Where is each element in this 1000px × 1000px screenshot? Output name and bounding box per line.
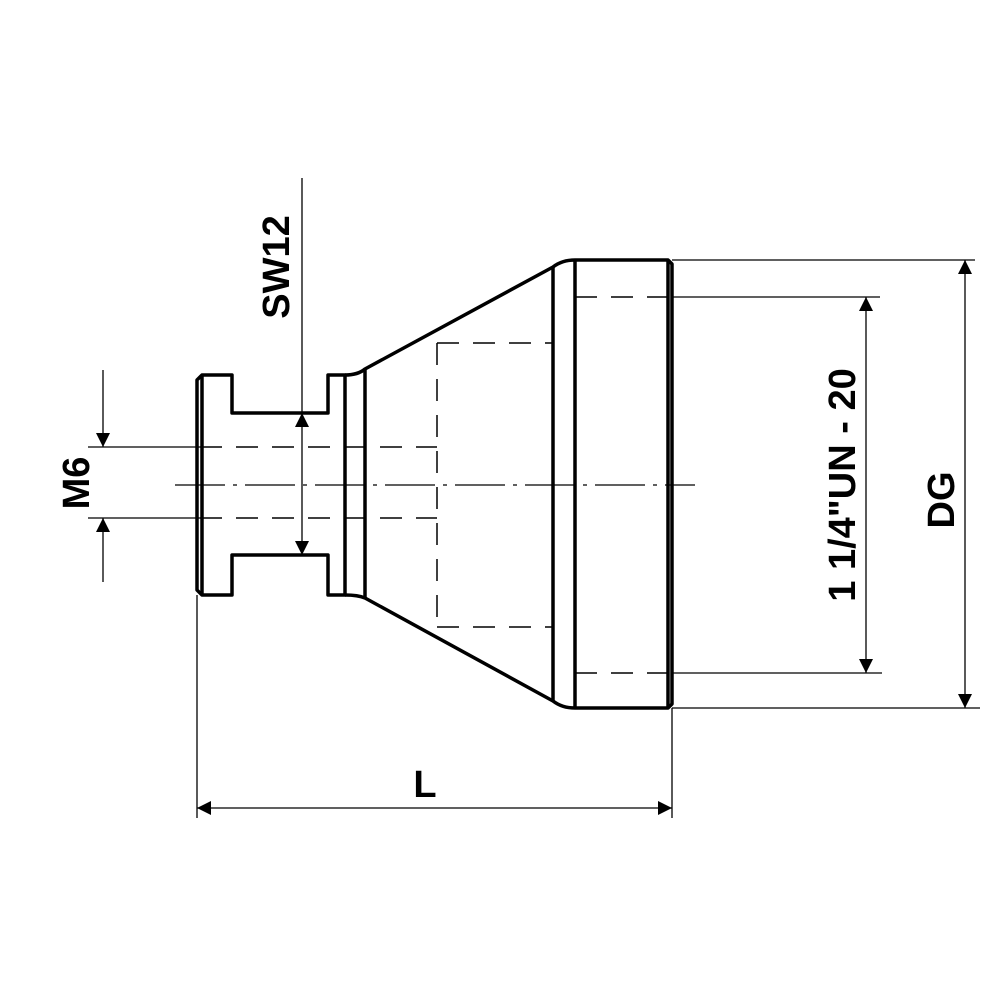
part-outline [195,258,674,710]
hidden-lines [200,296,672,674]
dimension-dg: DG [672,259,980,709]
dg-label: DG [921,472,963,529]
dimension-sw12: SW12 [256,178,309,555]
m6-label: M6 [56,457,98,510]
sw12-label: SW12 [256,215,298,318]
dimension-outer-thread: 1 1/4"UN - 20 [672,296,882,674]
dimension-l: L [196,595,673,818]
l-label: L [413,764,436,806]
dimension-m6: M6 [56,370,200,582]
outer-thread-label: 1 1/4"UN - 20 [822,368,864,601]
